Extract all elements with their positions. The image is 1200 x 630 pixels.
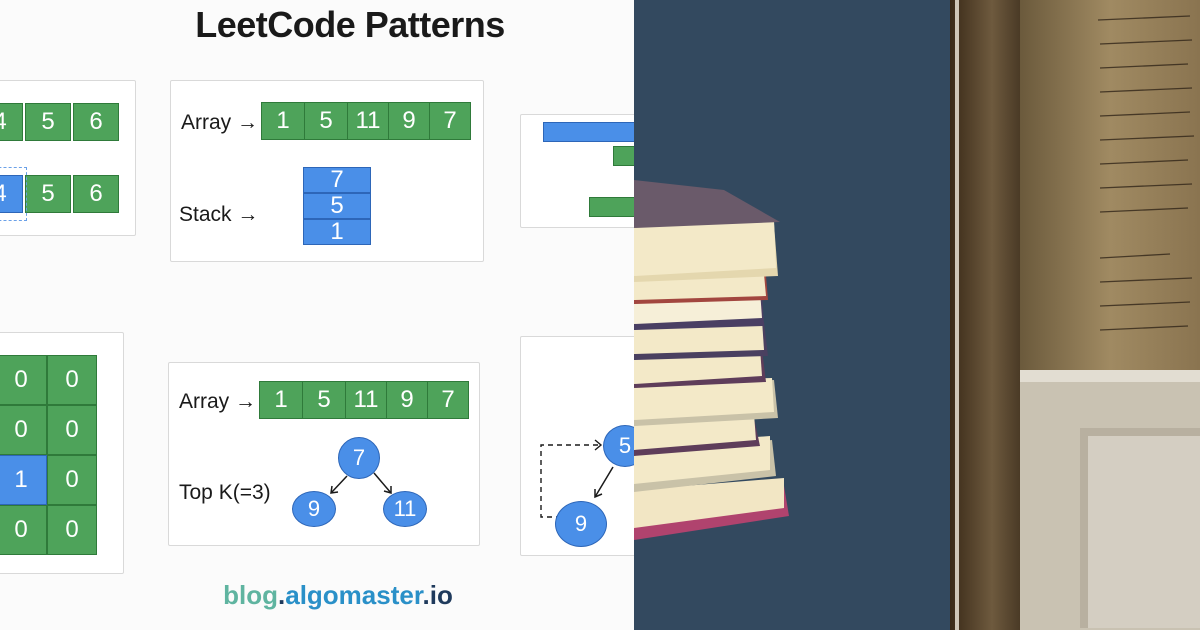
array-cell: 5	[304, 102, 348, 140]
array-cell: 9	[386, 381, 428, 419]
url-part-blog: blog	[223, 580, 278, 610]
url-part-algomaster: algomaster	[285, 580, 423, 610]
stack-label: Stack →	[179, 203, 259, 226]
array-label: Array →	[181, 111, 259, 134]
graph-node-b: 9	[555, 501, 607, 547]
top-k-label: Top K(=3)	[179, 481, 271, 504]
row2-cell-highlighted: 4	[0, 175, 23, 213]
url-part-io: io	[429, 580, 453, 610]
row1-cell: 4	[0, 103, 23, 141]
interval-bar	[543, 122, 634, 142]
matrix-cell: 0	[47, 355, 97, 405]
books-illustration-panel	[634, 0, 950, 630]
stack-cell: 7	[303, 166, 371, 193]
graph-edges	[540, 439, 614, 518]
array-label: Array →	[179, 390, 257, 413]
heap-left-node: 9	[292, 491, 336, 527]
row1-cell: 5	[25, 103, 71, 141]
leetcode-patterns-panel: LeetCode Patterns 4 5 6 4 5 6 Array → 1 …	[0, 4, 634, 611]
window-dashed-outline	[0, 167, 27, 221]
url-dot: .	[422, 580, 430, 610]
stack-cell: 5	[303, 192, 371, 219]
row2-cell: 6	[73, 175, 119, 213]
interval-bar	[589, 197, 634, 217]
heap-edges	[330, 472, 392, 494]
row1-cell: 6	[73, 103, 119, 141]
url-dot: .	[278, 580, 286, 610]
graph-node-a: 5	[603, 425, 634, 467]
matrix-cell: 0	[47, 405, 97, 455]
matrix-cell-highlighted: 1	[0, 455, 47, 505]
page-title: LeetCode Patterns	[195, 4, 505, 45]
matrix-cell: 0	[0, 355, 47, 405]
array-cell: 1	[261, 102, 305, 140]
top-k-card: Array → 1 5 11 9 7 Top K(=3) 7 9 11	[168, 362, 480, 546]
manuscript-image	[950, 0, 1200, 630]
array-cell: 11	[347, 102, 389, 140]
site-url[interactable]: blog.algomaster.io	[0, 580, 634, 611]
book-stack-icon	[634, 180, 789, 540]
graph-card: 5 9	[520, 336, 634, 556]
array-cell: 7	[427, 381, 469, 419]
intervals-card	[520, 114, 634, 228]
heap-root-node: 7	[338, 437, 380, 479]
matrix-card: 0 0 0 0 1 0 0 0	[0, 332, 124, 574]
sliding-window-card: 4 5 6 4 5 6	[0, 80, 136, 236]
matrix-cell: 0	[0, 405, 47, 455]
matrix-cell: 0	[47, 505, 97, 555]
matrix-cell: 0	[47, 455, 97, 505]
manuscript-photo-panel	[950, 0, 1200, 630]
monotonic-stack-card: Array → 1 5 11 9 7 Stack → 7 5 1	[170, 80, 484, 262]
array-cell: 7	[429, 102, 471, 140]
heap-right-node: 11	[383, 491, 427, 527]
array-cell: 1	[259, 381, 303, 419]
stack-cell: 1	[303, 218, 371, 245]
array-cell: 9	[388, 102, 430, 140]
array-cell: 5	[302, 381, 346, 419]
row2-cell: 5	[25, 175, 71, 213]
interval-bar	[613, 146, 634, 166]
matrix-cell: 0	[0, 505, 47, 555]
